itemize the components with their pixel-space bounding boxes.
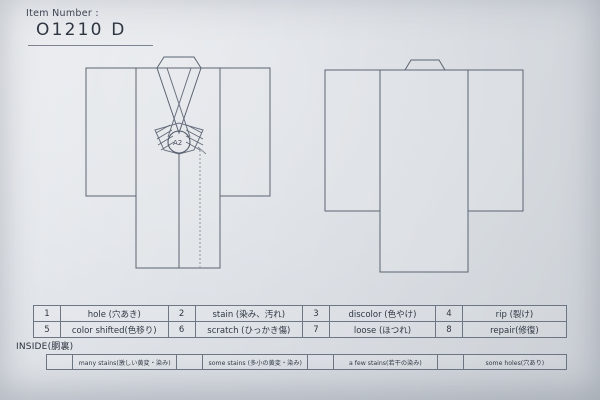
inside-option-label[interactable]: many stains(激しい黄変・染み) [71, 354, 178, 370]
inside-checkbox[interactable] [46, 354, 73, 370]
code-number: 7 [302, 321, 330, 338]
table-row: 1 hole (穴あき) 2 stain (染み、汚れ) 3 discolor … [33, 305, 568, 322]
front-collar-outer [156, 67, 202, 135]
item-number-underline [28, 45, 153, 46]
inside-option-label[interactable]: some stains (多小の黄変・染み) [202, 354, 309, 370]
code-number: 3 [302, 305, 330, 322]
table-row: many stains(激しい黄変・染み) some stains (多小の黄変… [46, 354, 568, 370]
code-number: 4 [434, 305, 463, 322]
code-label[interactable]: stain (染み、汚れ) [194, 305, 304, 322]
inside-condition-table: many stains(激しい黄変・染み) some stains (多小の黄変… [46, 354, 568, 370]
kimono-front-view: A2 [85, 56, 271, 269]
code-number: 5 [33, 321, 61, 338]
inside-checkbox[interactable] [307, 354, 334, 370]
inside-option-label[interactable]: some holes(穴あり) [462, 354, 568, 370]
inside-option-label[interactable]: a few stains(若干の染み) [333, 354, 438, 370]
code-number: 1 [33, 305, 61, 322]
item-number-label-wrap: Item Number : [26, 3, 99, 21]
code-label[interactable]: rip (裂け) [461, 305, 568, 322]
code-number: 2 [167, 305, 196, 322]
kimono-back-view [324, 59, 524, 273]
code-number: 6 [167, 321, 196, 338]
inside-checkbox[interactable] [436, 354, 464, 370]
back-left-sleeve [324, 69, 381, 212]
front-neckline [156, 56, 202, 69]
front-right-sleeve [219, 67, 271, 197]
table-row: 5 color shifted(色移り) 6 scratch (ひっかき傷) 7… [33, 321, 568, 338]
code-label[interactable]: scratch (ひっかき傷) [194, 321, 304, 338]
code-number: 8 [434, 321, 463, 338]
front-collar-overlap [154, 122, 204, 155]
damage-code-table: 1 hole (穴あき) 2 stain (染み、汚れ) 3 discolor … [33, 305, 568, 338]
code-label[interactable]: repair(修復) [461, 321, 568, 338]
inside-checkbox[interactable] [176, 354, 204, 370]
back-body [379, 69, 469, 273]
front-body [135, 67, 221, 269]
back-neckline [404, 59, 446, 71]
code-label[interactable]: hole (穴あき) [59, 305, 169, 322]
code-label[interactable]: discolor (色やけ) [328, 305, 436, 322]
item-number-value-wrap: O1210 D [36, 20, 127, 40]
inside-section-label: INSIDE(胴裏) [16, 342, 74, 352]
annotation-label: A2 [173, 139, 182, 147]
front-left-sleeve [85, 67, 137, 197]
annotation-mark-a2: A2 [155, 124, 207, 155]
item-number-label: Item Number : [26, 8, 99, 19]
back-right-sleeve [467, 69, 524, 212]
item-number-value: O1210 D [36, 20, 127, 40]
code-label[interactable]: loose (ほつれ) [328, 321, 436, 338]
code-label[interactable]: color shifted(色移り) [59, 321, 169, 338]
